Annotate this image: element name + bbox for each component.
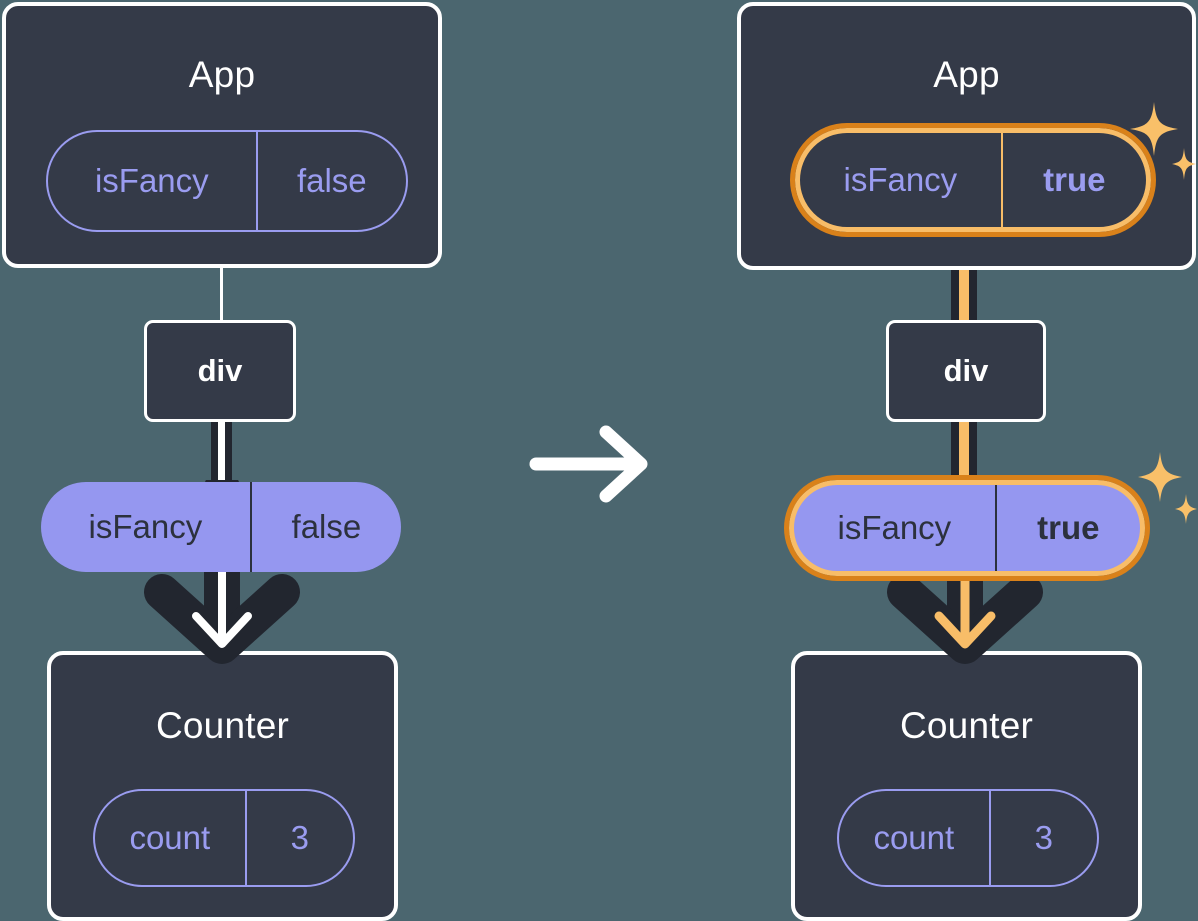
app-title-before: App: [188, 54, 256, 95]
prop-key-before: isFancy: [88, 508, 203, 545]
app-title-after: App: [933, 54, 1000, 95]
app-state-value-after: true: [1000, 133, 1146, 227]
connector-app-to-div-after: [959, 258, 969, 328]
counter-state-value-before: 3: [244, 791, 353, 885]
div-element-box-after[interactable]: div: [886, 320, 1046, 422]
div-element-label-after: div: [943, 353, 989, 388]
connector-div-to-prop-before: [217, 418, 225, 488]
prop-pill-before[interactable]: isFancy false: [41, 482, 401, 572]
div-element-label-before: div: [197, 353, 243, 388]
counter-state-pill-after[interactable]: count 3: [837, 789, 1099, 887]
sparkle-icon-prop-after: [1136, 448, 1198, 536]
counter-title-after: Counter: [899, 705, 1034, 746]
prop-value-before: false: [249, 482, 401, 572]
prop-pill-after[interactable]: isFancy true: [784, 475, 1150, 581]
counter-state-key-after: count: [873, 819, 955, 856]
app-component-card-after[interactable]: App isFancy true: [737, 2, 1196, 270]
counter-component-card-before[interactable]: Counter count 3: [47, 651, 398, 921]
app-state-pill-after[interactable]: isFancy true: [790, 123, 1156, 237]
app-state-value-before: false: [255, 132, 406, 230]
counter-state-key-before: count: [129, 819, 211, 856]
div-element-box-before[interactable]: div: [144, 320, 296, 422]
counter-state-pill-before[interactable]: count 3: [93, 789, 355, 887]
connector-app-to-div-before: [219, 262, 223, 324]
app-state-key-after: isFancy: [843, 161, 958, 198]
counter-component-card-after[interactable]: Counter count 3: [791, 651, 1142, 921]
app-state-key-before: isFancy: [94, 162, 209, 199]
app-component-card-before[interactable]: App isFancy false: [2, 2, 442, 268]
app-state-pill-before[interactable]: isFancy false: [46, 130, 408, 232]
counter-title-before: Counter: [155, 705, 290, 746]
prop-value-after: true: [994, 485, 1140, 571]
connector-div-to-prop-after: [959, 416, 969, 488]
prop-key-after: isFancy: [837, 509, 952, 546]
transition-right-arrow-icon: [528, 424, 656, 504]
counter-state-value-after: 3: [988, 791, 1097, 885]
